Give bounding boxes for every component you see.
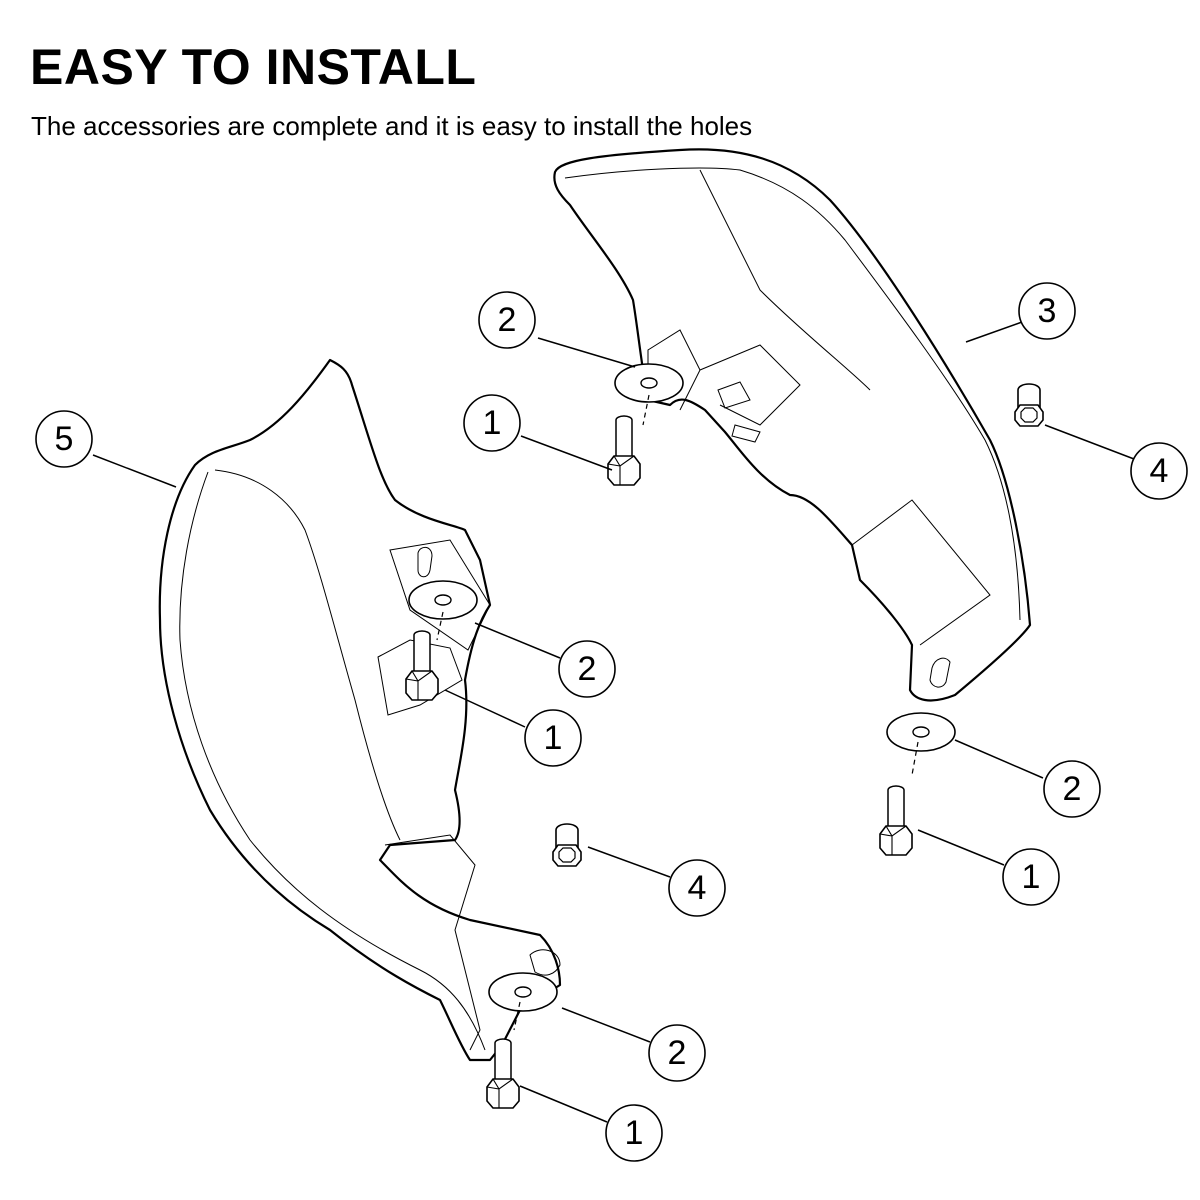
svg-text:1: 1 [625, 1114, 644, 1152]
svg-text:2: 2 [578, 650, 597, 688]
left-nut [552, 823, 582, 867]
svg-text:2: 2 [1063, 770, 1082, 808]
callout-1-right-top: 1 [463, 394, 521, 452]
left-top-axis [436, 611, 444, 641]
leader-lines [92, 321, 1135, 1123]
callout-5: 5 [35, 410, 93, 468]
svg-text:1: 1 [1022, 858, 1041, 896]
right-bottom-washer [886, 712, 956, 752]
page-subtitle: The accessories are complete and it is e… [31, 111, 753, 141]
callout-1-left-bottom: 1 [605, 1104, 663, 1162]
callout-2-right-bottom: 2 [1043, 760, 1101, 818]
left-hand-guard [158, 358, 562, 1062]
callout-1-right-bottom: 1 [1002, 848, 1060, 906]
callout-4-left: 4 [668, 859, 726, 917]
callout-2-left-top: 2 [558, 640, 616, 698]
right-top-bolt [607, 415, 641, 486]
callout-2-left-bottom: 2 [648, 1024, 706, 1082]
right-bottom-bolt [879, 785, 913, 856]
svg-text:1: 1 [544, 719, 563, 757]
right-bottom-axis [911, 741, 919, 776]
svg-text:2: 2 [668, 1034, 687, 1072]
svg-text:3: 3 [1038, 292, 1057, 330]
svg-text:4: 4 [1150, 452, 1169, 490]
svg-text:1: 1 [483, 404, 502, 442]
svg-text:2: 2 [498, 301, 517, 339]
right-nut [1014, 383, 1044, 427]
callout-1-left-top: 1 [524, 709, 582, 767]
svg-text:4: 4 [688, 869, 707, 907]
left-bottom-axis [513, 1001, 521, 1031]
callout-4-right: 4 [1130, 442, 1188, 500]
callout-2-right-top: 2 [478, 291, 536, 349]
callout-3: 3 [1018, 282, 1076, 340]
svg-text:5: 5 [55, 420, 74, 458]
left-bottom-washer [488, 972, 558, 1012]
page-title: EASY TO INSTALL [30, 39, 477, 95]
